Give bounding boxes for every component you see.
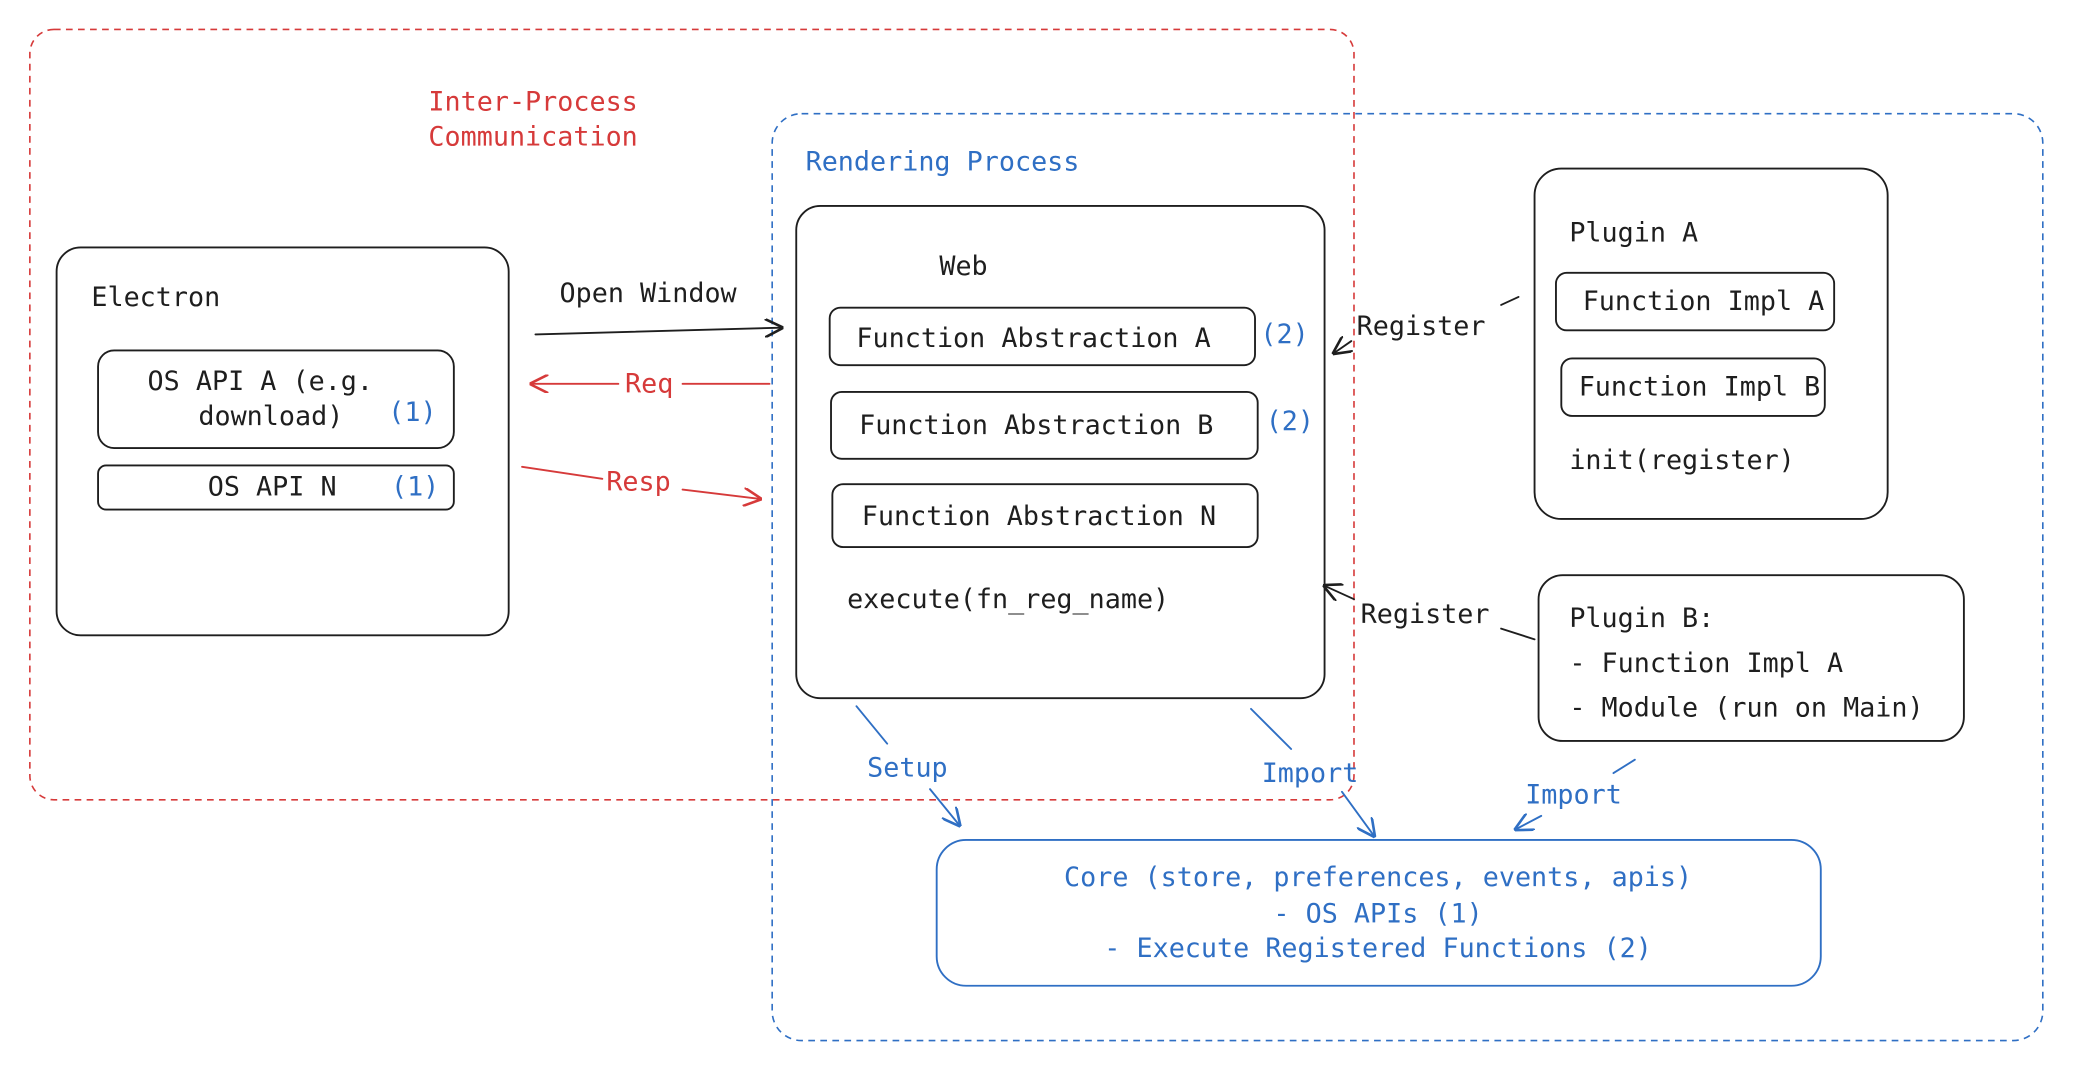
register-a-label: Register — [1357, 311, 1486, 342]
ipc-title: Communication — [428, 121, 637, 152]
function-impl-a-box — [1555, 271, 1836, 332]
register-b-label: Register — [1361, 599, 1490, 630]
setup-label: Setup — [867, 753, 948, 784]
function-abstraction-a-ref: (2) — [1260, 319, 1308, 350]
ipc-title: Inter-Process — [428, 86, 637, 117]
os-api-a-ref: (1) — [388, 397, 436, 428]
function-abstraction-n — [831, 483, 1259, 548]
os-api-a-label: OS API A (e.g. — [148, 366, 373, 397]
open-window-label: Open Window — [560, 278, 738, 309]
import-plugin-label: Import — [1525, 779, 1622, 810]
function-impl-b-box — [1560, 357, 1826, 417]
os-api-a-label: download) — [198, 401, 343, 432]
import-web-label: Import — [1262, 758, 1359, 789]
plugin-b-item: - Function Impl A — [1569, 648, 1843, 679]
ipc-boundary — [29, 28, 1355, 801]
electron-title: Electron — [91, 282, 220, 313]
core-box — [935, 839, 1822, 987]
function-abstraction-a — [828, 306, 1256, 367]
init-label: init(register) — [1569, 445, 1794, 476]
function-abstraction-b-ref: (2) — [1266, 406, 1314, 437]
plugin-b-box — [1537, 574, 1965, 742]
os-api-n-ref: (1) — [391, 472, 439, 503]
function-abstraction-n-label: Function Abstraction N — [862, 501, 1216, 532]
req-label: Req — [625, 369, 673, 400]
plugin-b-title: Plugin B: — [1569, 603, 1714, 634]
function-abstraction-b-label: Function Abstraction B — [859, 410, 1213, 441]
register-a-arrow — [1334, 295, 1520, 353]
web-box — [795, 205, 1326, 700]
function-abstraction-a-label: Function Abstraction A — [856, 323, 1210, 354]
rendering-title: Rendering Process — [806, 147, 1080, 178]
electron-box — [55, 246, 510, 637]
execute-label: execute(fn_reg_name) — [847, 584, 1169, 615]
plugin-a-box — [1533, 167, 1889, 520]
setup-arrow — [855, 705, 959, 825]
rendering-boundary — [771, 112, 2044, 1042]
core-title: Core (store, preferences, events, apis) — [1064, 862, 1692, 893]
plugin-a-title: Plugin A — [1569, 218, 1698, 249]
core-item: - OS APIs (1) — [1273, 898, 1482, 929]
core-item: - Execute Registered Functions (2) — [1104, 933, 1652, 964]
os-api-n-box — [97, 464, 455, 511]
os-api-a-box — [97, 349, 455, 450]
import-web-arrow — [1250, 707, 1374, 836]
register-b-arrow — [1325, 586, 1536, 641]
import-plugin-arrow — [1516, 758, 1636, 830]
open-window-arrow — [534, 328, 781, 335]
resp-label: Resp — [606, 466, 670, 497]
function-abstraction-b — [830, 390, 1259, 460]
function-impl-a-label: Function Impl A — [1583, 286, 1825, 317]
os-api-n-label: OS API N — [208, 472, 337, 503]
plugin-b-item: - Module (run on Main) — [1569, 692, 1923, 723]
resp-arrow — [521, 465, 760, 499]
function-impl-b-label: Function Impl B — [1579, 371, 1821, 402]
web-title: Web — [939, 251, 987, 282]
